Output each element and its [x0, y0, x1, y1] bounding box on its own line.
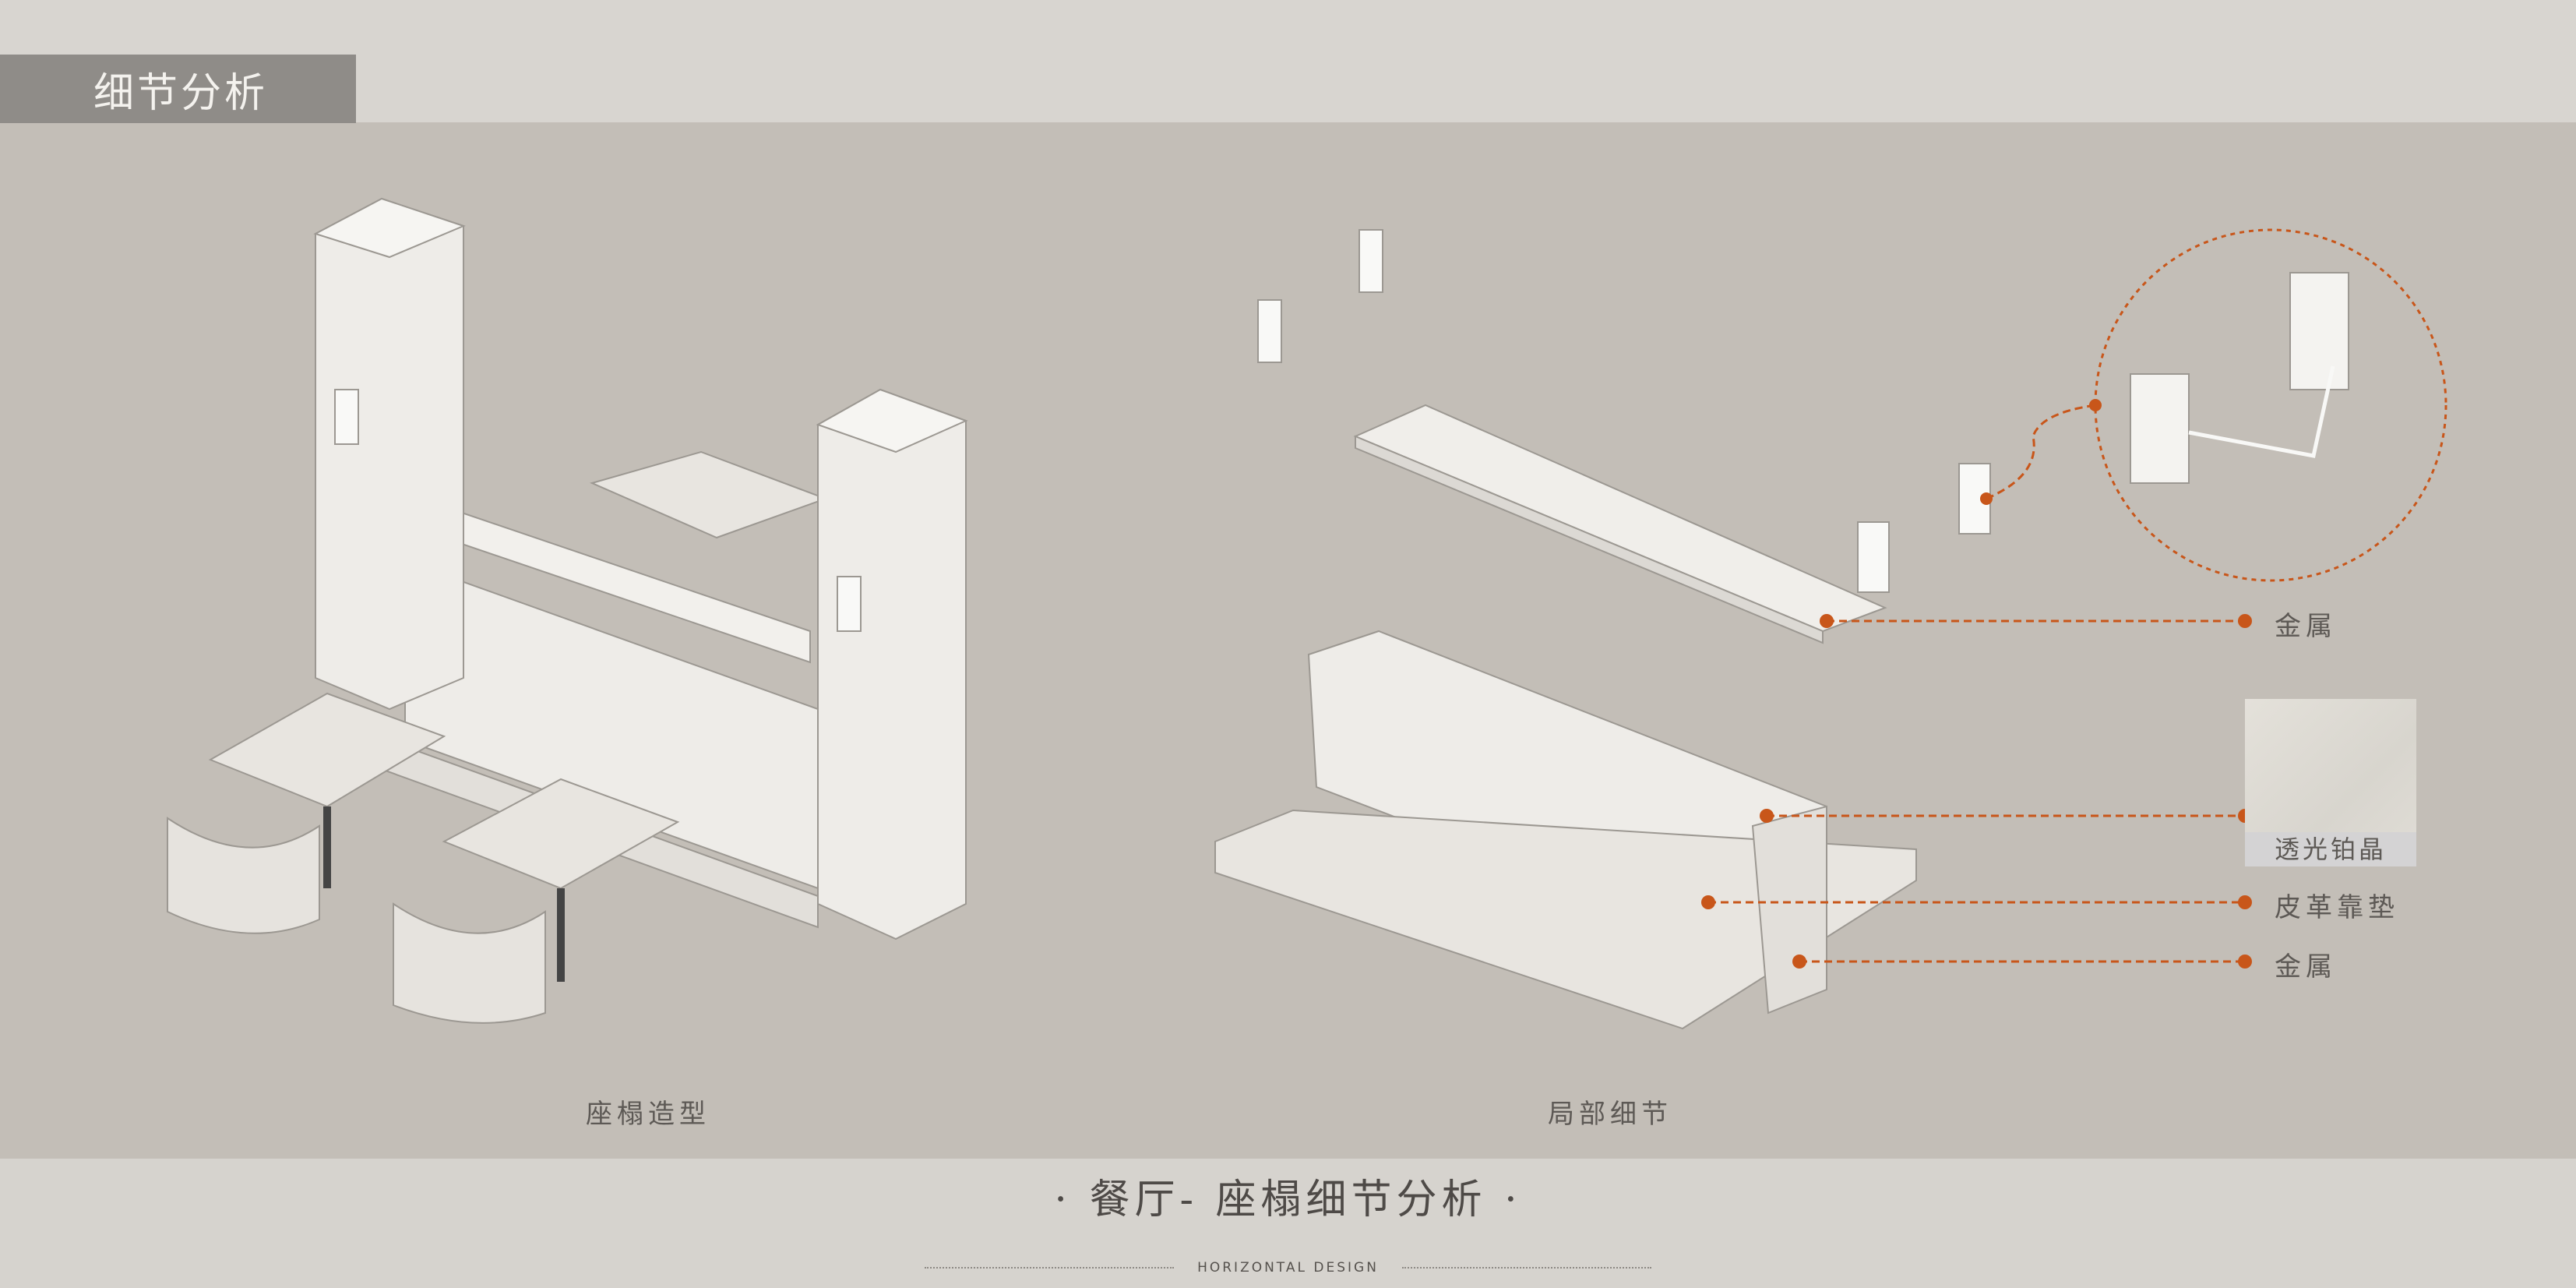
top-band — [0, 0, 2576, 122]
caption-local-detail: 局部细节 — [1548, 1099, 1672, 1130]
footer-rule-right — [1401, 1267, 1651, 1269]
booth-detail-illustration — [1214, 228, 2447, 1030]
page-title: · 餐厅- 座榻细节分析 · — [1054, 1177, 1522, 1223]
section-tag: 细节分析 — [0, 55, 356, 123]
bottom-band — [0, 1159, 2576, 1288]
footer-brand: HORIZONTAL DESIGN — [1197, 1260, 1379, 1276]
callout-label-leather-cushion: 皮革靠垫 — [2275, 892, 2399, 923]
callout-leaders — [1708, 404, 2245, 963]
callout-label-metal-bottom: 金属 — [2275, 951, 2337, 983]
booth-overview-illustration — [167, 197, 968, 1024]
callout-dots — [1701, 399, 2252, 969]
callout-label-metal-top: 金属 — [2275, 611, 2337, 642]
footer: HORIZONTAL DESIGN — [0, 1260, 2576, 1276]
footer-rule-left — [925, 1267, 1175, 1269]
callout-label-translucent-crystal: 透光铂晶 — [2245, 832, 2416, 866]
caption-booth-form: 座榻造型 — [586, 1099, 710, 1130]
